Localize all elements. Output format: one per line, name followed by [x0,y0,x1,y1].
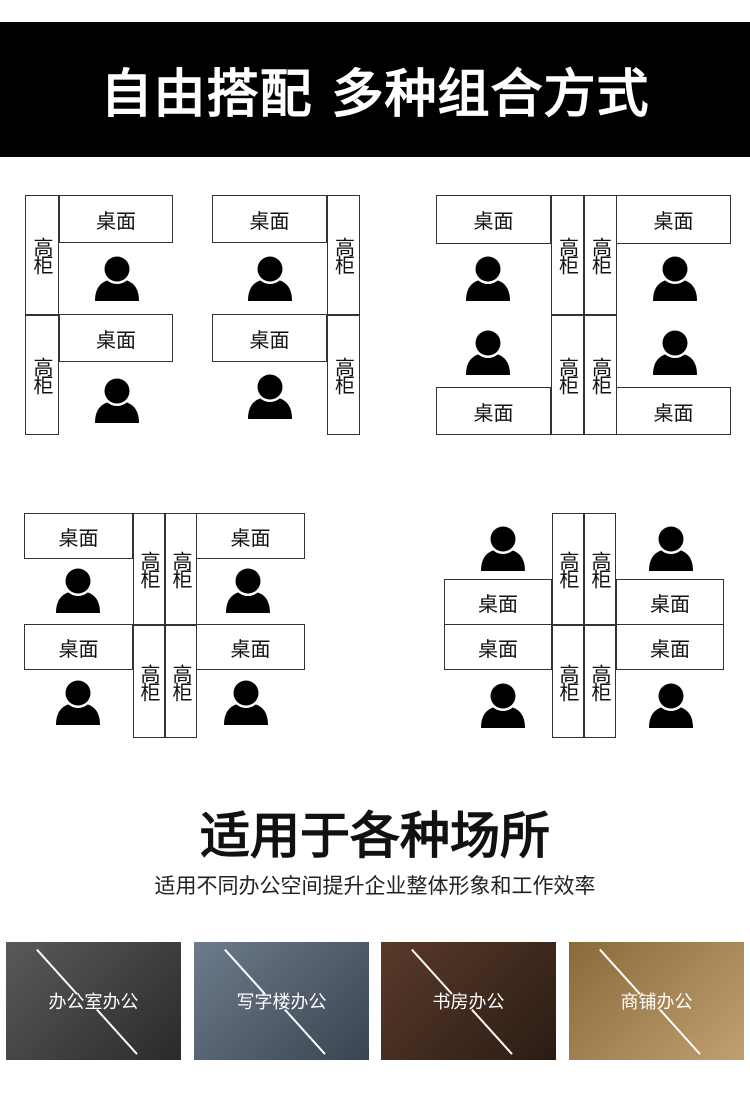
section-subtitle: 适用不同办公空间提升企业整体形象和工作效率 [154,874,596,898]
decor-line [284,1009,326,1055]
desk-block: 桌面 [436,195,551,244]
cabinet-block: 高柜 [551,315,584,435]
decor-line [96,1009,138,1055]
header-banner: 自由搭配 多种组合方式 [0,22,750,157]
desk-block: 桌面 [59,195,173,243]
desk-block: 桌面 [616,579,724,625]
scene-label: 写字楼办公 [236,992,327,1013]
cabinet-block: 高柜 [552,513,584,625]
cabinet-block: 高柜 [165,513,197,625]
scene-photo: 办公室办公 [6,942,181,1060]
cabinet-block: 高柜 [133,625,165,738]
decor-line [659,1009,701,1055]
person-icon [225,566,271,613]
desk-block: 桌面 [616,387,731,435]
desk-block: 桌面 [444,579,552,625]
scene-label: 办公室办公 [48,992,139,1013]
person-icon [648,681,694,728]
scene-photo: 商铺办公 [569,942,744,1060]
section-title: 适用于各种场所 [200,807,550,865]
cabinet-block: 高柜 [133,513,165,625]
person-icon [94,376,140,423]
desk-block: 桌面 [616,624,724,670]
scene-label: 商铺办公 [620,992,693,1013]
person-icon [223,678,269,725]
cabinet-block: 高柜 [327,195,360,315]
cabinet-block: 高柜 [584,513,616,625]
cabinet-block: 高柜 [584,195,617,315]
person-icon [94,254,140,301]
person-icon [247,372,293,419]
person-icon [480,681,526,728]
cabinet-block: 高柜 [165,625,197,738]
person-icon [652,254,698,301]
header-title: 自由搭配 多种组合方式 [100,65,650,125]
cabinet-block: 高柜 [327,315,360,435]
person-icon [247,254,293,301]
scene-label: 书房办公 [432,992,505,1013]
cabinet-block: 高柜 [25,195,59,315]
cabinet-block: 高柜 [552,625,584,738]
desk-block: 桌面 [24,624,133,670]
scene-photo: 写字楼办公 [194,942,369,1060]
cabinet-block: 高柜 [551,195,584,315]
person-icon [465,328,511,375]
desk-block: 桌面 [212,314,327,362]
desk-block: 桌面 [24,513,133,559]
cabinet-block: 高柜 [584,315,617,435]
person-icon [652,328,698,375]
cabinet-block: 高柜 [25,315,59,435]
person-icon [648,524,694,571]
person-icon [480,524,526,571]
desk-block: 桌面 [212,195,327,243]
desk-block: 桌面 [436,387,551,435]
desk-block: 桌面 [59,314,173,362]
person-icon [55,566,101,613]
desk-block: 桌面 [196,624,305,670]
desk-block: 桌面 [444,624,552,670]
person-icon [465,254,511,301]
person-icon [55,678,101,725]
cabinet-block: 高柜 [584,625,616,738]
decor-line [471,1009,513,1055]
desk-block: 桌面 [196,513,305,559]
desk-block: 桌面 [616,195,731,244]
scene-photo: 书房办公 [381,942,556,1060]
